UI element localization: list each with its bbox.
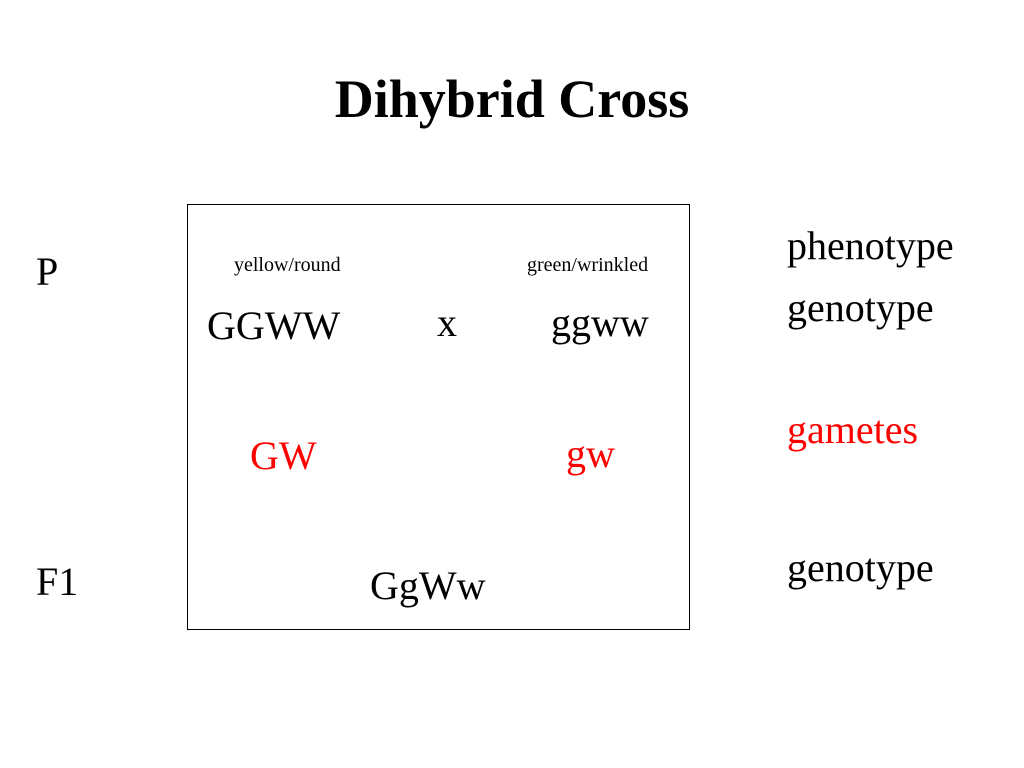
slide-title: Dihybrid Cross [334,69,690,129]
row-label-phenotype: phenotype [787,223,954,268]
f1-genotype: GgWw [370,563,486,608]
generation-label-parental: P [36,249,59,294]
row-label-genotype: genotype [787,285,934,330]
cross-box [187,204,690,630]
parent1-gamete: GW [250,433,317,478]
generation-label-f1: F1 [36,559,79,604]
parent1-phenotype: yellow/round [234,254,341,276]
parent2-gamete: gw [566,431,615,476]
cross-operator: x [437,300,457,345]
row-label-f1-genotype: genotype [787,545,934,590]
parent2-phenotype: green/wrinkled [527,254,649,276]
parent2-genotype: ggww [551,300,649,345]
parent1-genotype: GGWW [207,303,341,348]
row-label-gametes: gametes [787,407,919,452]
